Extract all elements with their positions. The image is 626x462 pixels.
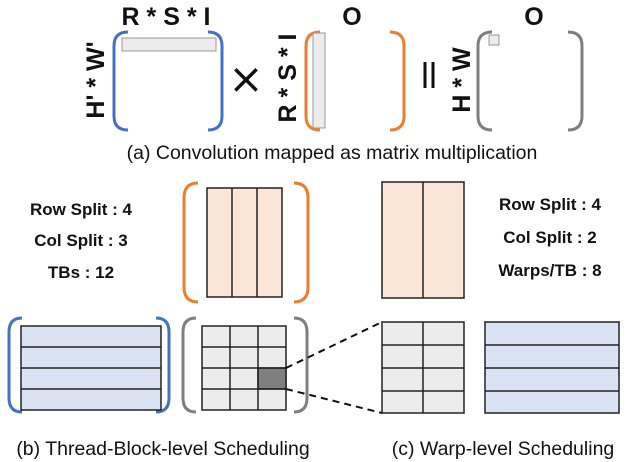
panel-b-tbs-label: TBs : 12 <box>48 263 114 282</box>
matrix-a-left-bracket <box>112 30 129 132</box>
equals-symbol <box>423 62 435 88</box>
tb-input-matrix <box>7 316 171 414</box>
matrix-b-right-bracket <box>389 30 406 132</box>
panel-c: Row Split : 4 Col Split : 2 Warps/TB : 8… <box>381 181 620 460</box>
matrix-a-right-bracket <box>207 30 224 132</box>
panel-c-col-split-label: Col Split : 2 <box>503 228 597 247</box>
zoom-line-top <box>285 321 383 369</box>
matrix-b-column-strip <box>312 32 326 129</box>
matrix-c-left-bracket <box>476 30 493 132</box>
matrix-c-row-label: H * W <box>448 47 476 113</box>
panel-c-row-split-label: Row Split : 4 <box>499 195 602 214</box>
matrix-c-output-cell <box>488 34 500 46</box>
panel-c-warps-label: Warps/TB : 8 <box>498 261 601 280</box>
tb-input-right-bracket <box>155 316 171 414</box>
zoom-connector <box>285 321 383 414</box>
warp-input-matrix <box>484 321 620 414</box>
matrix-c <box>476 30 584 132</box>
panel-b: Row Split : 4 Col Split : 3 TBs : 12 <box>7 181 310 460</box>
panel-a-caption: (a) Convolution mapped as matrix multipl… <box>127 142 538 164</box>
panel-b-caption: (b) Thread-Block-level Scheduling <box>16 438 309 460</box>
matrix-c-right-bracket <box>567 30 584 132</box>
selected-thread-block-cell <box>257 367 287 390</box>
matrix-b-column-label: O <box>342 3 361 31</box>
matrix-a-row-strip <box>121 37 217 52</box>
times-symbol: × <box>228 54 263 103</box>
zoom-line-bottom <box>285 388 383 414</box>
tb-input-left-bracket <box>7 316 23 414</box>
panel-b-col-split-label: Col Split : 3 <box>34 231 128 250</box>
tb-output-left-bracket <box>181 316 197 414</box>
tb-weight-left-bracket <box>182 181 199 304</box>
tb-weight-right-bracket <box>293 181 310 304</box>
matrix-b-row-label: R * S * I <box>274 34 302 123</box>
panel-c-caption: (c) Warp-level Scheduling <box>392 438 615 460</box>
tb-output-grid <box>181 316 309 414</box>
matrix-a-column-label: R * S * I <box>122 3 211 31</box>
tb-weight-block <box>206 187 283 298</box>
matrix-b <box>304 30 406 132</box>
panel-b-row-split-label: Row Split : 4 <box>30 200 133 219</box>
matrix-a <box>112 30 224 132</box>
matrix-c-column-label: O <box>524 3 543 31</box>
panel-a: R * S * I O O H' * W' R * S * I H * W × <box>82 3 584 164</box>
warp-weight-matrix <box>381 181 465 299</box>
tb-output-right-bracket <box>293 316 309 414</box>
warp-output-grid <box>381 321 465 414</box>
matrix-a-row-label: H' * W' <box>82 41 110 118</box>
tb-weight-matrix <box>182 181 310 304</box>
